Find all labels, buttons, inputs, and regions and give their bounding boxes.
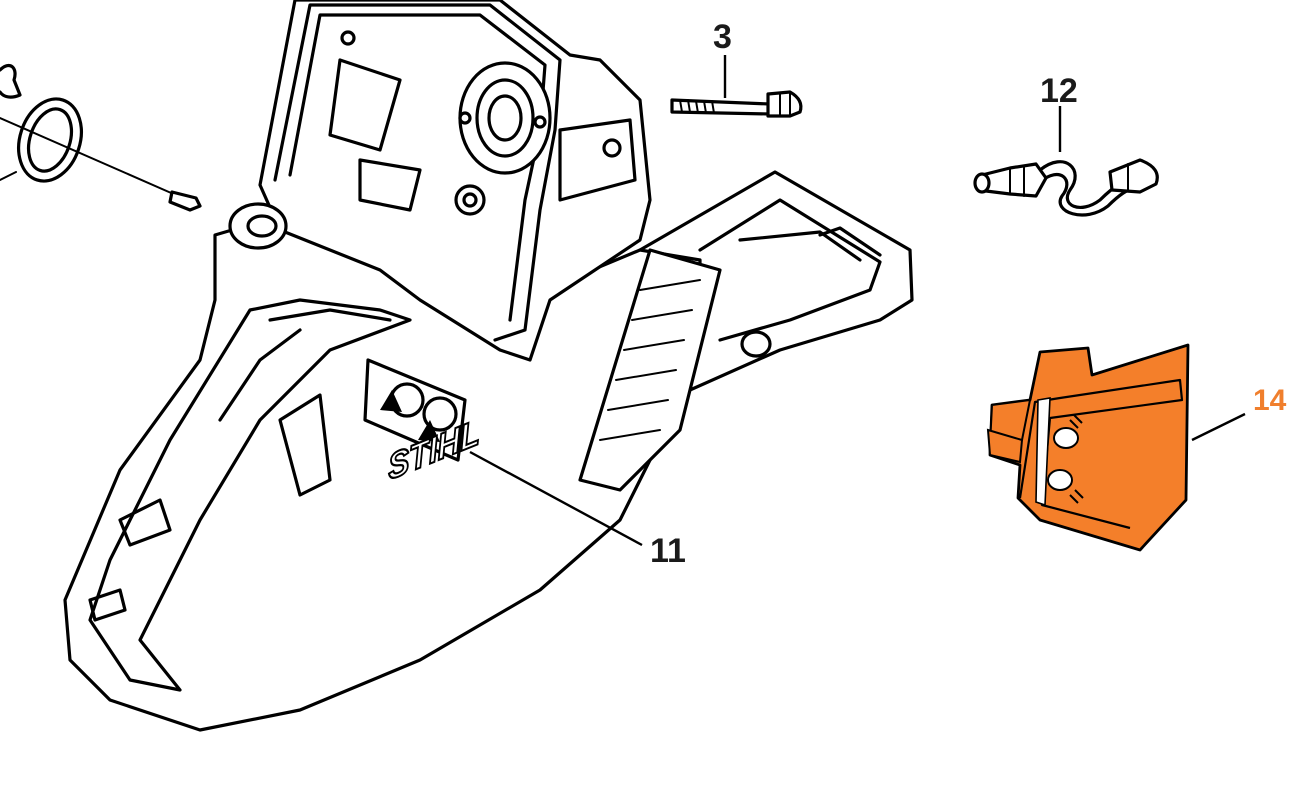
screw-left — [0, 117, 202, 212]
callout-11: 11 — [650, 532, 686, 570]
housing-part-11: STIHL — [63, 0, 914, 732]
callout-3: 3 — [713, 18, 732, 56]
callout-12: 12 — [1040, 72, 1078, 110]
cover-part-14 — [986, 343, 1246, 552]
callout-14: 14 — [1253, 384, 1287, 417]
bolt-part-3 — [670, 55, 803, 118]
hose-part-12 — [973, 106, 1159, 217]
o-ring-part — [0, 64, 83, 183]
